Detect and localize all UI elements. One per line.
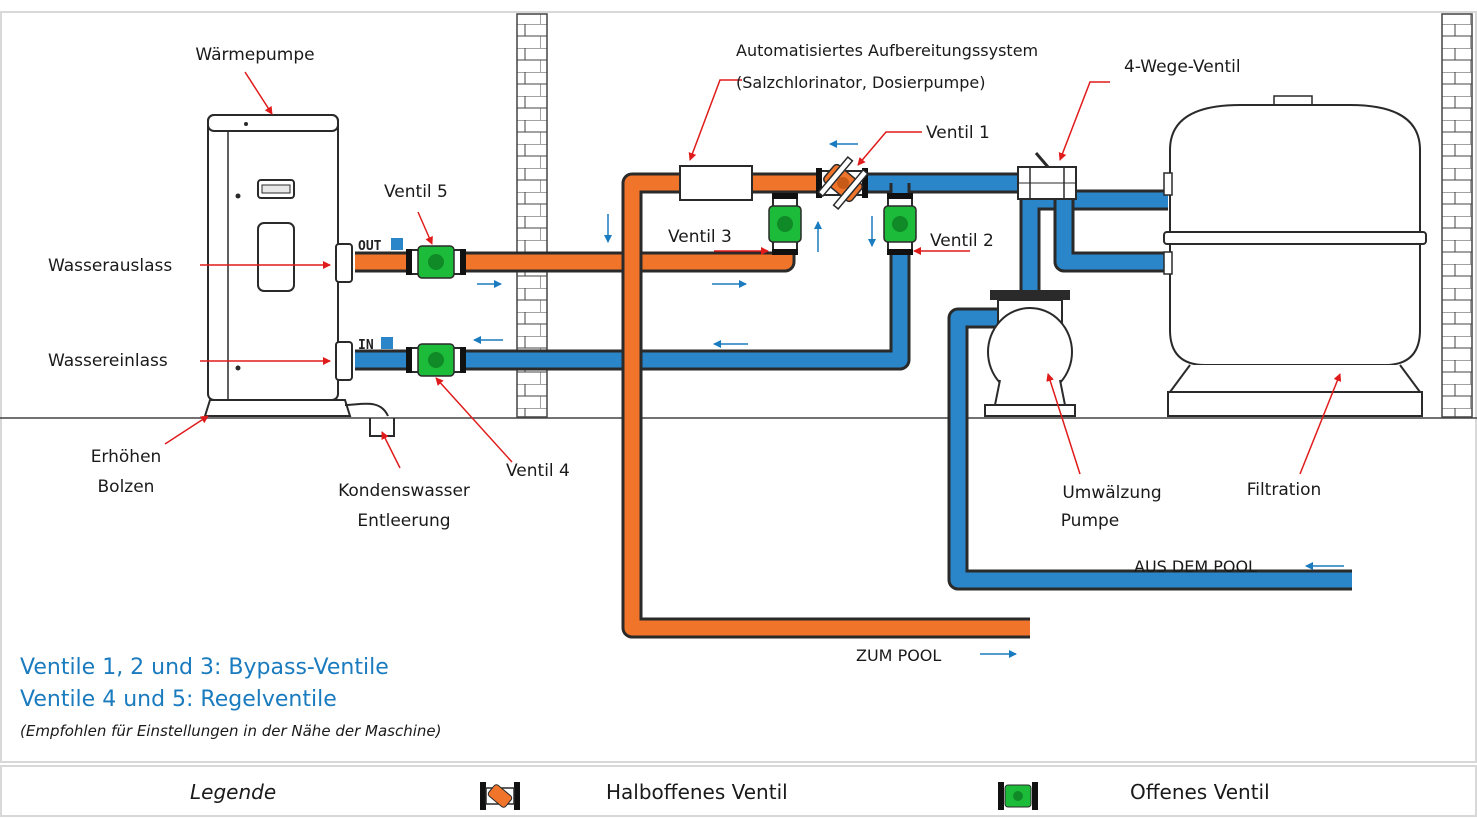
valve-4 bbox=[406, 343, 466, 377]
note-recommendation: (Empfohlen für Einstellungen in der Nähe… bbox=[20, 722, 441, 740]
treatment-system-box bbox=[679, 165, 753, 201]
valve-2-label: Ventil 2 bbox=[930, 231, 994, 251]
pipe-pump-filter-outline bbox=[1019, 189, 1168, 300]
condensate-label-2: Entleerung bbox=[357, 511, 450, 531]
brick-wall bbox=[1441, 13, 1473, 418]
legend-bar bbox=[0, 765, 1477, 817]
treatment-system-label-1: Automatisiertes Aufbereitungssystem bbox=[736, 41, 1038, 60]
legend-open-label: Offenes Ventil bbox=[1130, 780, 1270, 804]
flow-arrows bbox=[473, 140, 1344, 658]
treatment-system-label-2: (Salzchlorinator, Dosierpumpe) bbox=[736, 73, 985, 92]
port-in-icon bbox=[381, 337, 393, 349]
circulation-pump-label-1: Umwälzung bbox=[1062, 483, 1161, 503]
circulation-pump-label-2: Pumpe bbox=[1061, 511, 1120, 531]
heat-pump-label: Wärmepumpe bbox=[195, 45, 314, 65]
valve-1 bbox=[816, 155, 869, 211]
diagram-frame bbox=[0, 11, 1477, 763]
legend-open-valve-icon bbox=[998, 782, 1038, 810]
port-out-icon bbox=[391, 238, 403, 250]
valve-5 bbox=[406, 245, 466, 279]
valve-2 bbox=[883, 193, 917, 255]
port-out-label: OUT bbox=[358, 239, 382, 254]
raise-bolts-label-1: Erhöhen bbox=[91, 447, 162, 467]
valve-3 bbox=[768, 193, 802, 255]
note-control-valves: Ventile 4 und 5: Regelventile bbox=[20, 687, 337, 712]
leader-lines bbox=[164, 71, 1342, 475]
from-pool-label: AUS DEM POOL bbox=[1134, 557, 1257, 576]
valve-3-label: Ventil 3 bbox=[668, 227, 732, 247]
to-pool-label: ZUM POOL bbox=[856, 646, 941, 665]
filtration-label: Filtration bbox=[1247, 480, 1322, 500]
raise-bolts-label-2: Bolzen bbox=[98, 477, 155, 497]
pipe-from-pool bbox=[950, 310, 1352, 588]
pipe-filter-return bbox=[1056, 200, 1168, 270]
pipe-pump-filter bbox=[1022, 192, 1168, 300]
port-in-label: IN bbox=[358, 338, 374, 353]
valve-5-label: Ventil 5 bbox=[384, 182, 448, 202]
legend-title: Legende bbox=[190, 780, 276, 804]
four-way-valve-label: 4-Wege-Ventil bbox=[1124, 57, 1241, 77]
condensate-label-1: Kondenswasser bbox=[338, 481, 470, 501]
circulation-pump bbox=[984, 290, 1076, 417]
legend-half-open-valve-icon bbox=[480, 782, 520, 810]
water-inlet-label: Wassereinlass bbox=[48, 351, 168, 371]
legend-half-open-label: Halboffenes Ventil bbox=[606, 780, 788, 804]
four-way-valve bbox=[1017, 152, 1077, 200]
heat-pump bbox=[203, 114, 395, 437]
valve-4-label: Ventil 4 bbox=[506, 461, 570, 481]
water-outlet-label: Wasserauslass bbox=[48, 256, 172, 276]
note-bypass-valves: Ventile 1, 2 und 3: Bypass-Ventile bbox=[20, 655, 389, 680]
filter-tank bbox=[1163, 95, 1427, 417]
valve-1-label: Ventil 1 bbox=[926, 123, 990, 143]
